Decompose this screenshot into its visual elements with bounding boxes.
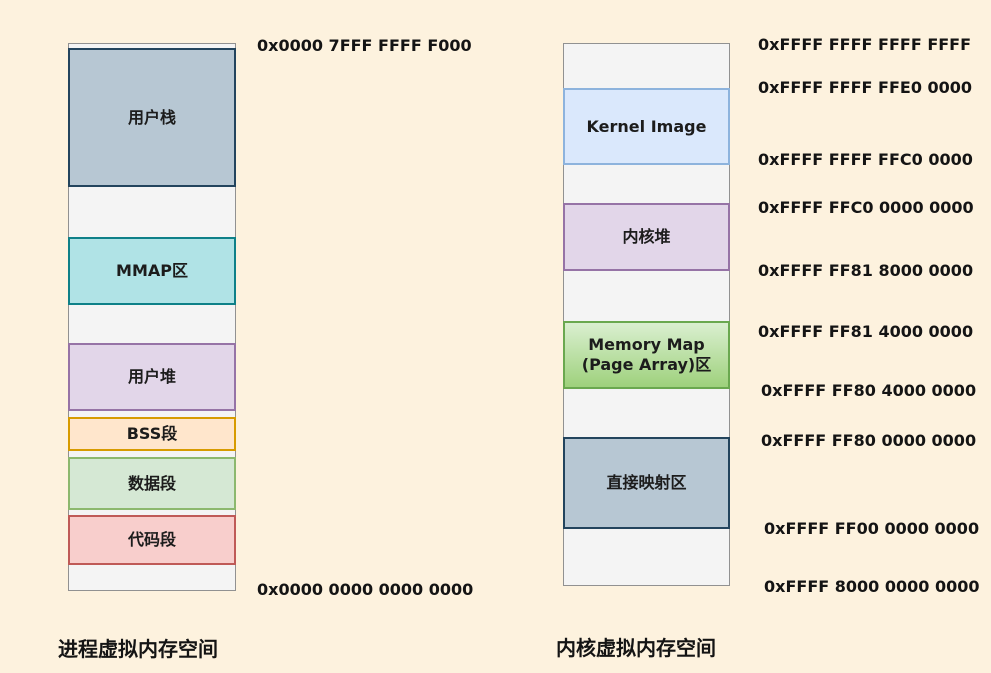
block-memory-map-page-array-label: Memory Map (Page Array)区 xyxy=(581,335,712,374)
block-kernel-image: Kernel Image xyxy=(563,88,730,165)
kernel-address-3: 0xFFFF FFC0 0000 0000 xyxy=(758,198,974,217)
kernel-space-title: 内核虚拟内存空间 xyxy=(556,636,716,660)
block-bss-segment: BSS段 xyxy=(68,417,236,451)
process-top-address: 0x0000 7FFF FFFF F000 xyxy=(257,36,472,55)
block-memory-map-page-array: Memory Map (Page Array)区 xyxy=(563,321,730,389)
block-direct-mapping-area: 直接映射区 xyxy=(563,437,730,529)
block-user-stack: 用户栈 xyxy=(68,48,236,187)
process-space-title: 进程虚拟内存空间 xyxy=(58,637,218,661)
kernel-address-5: 0xFFFF FF81 4000 0000 xyxy=(758,322,974,341)
kernel-address-0: 0xFFFF FFFF FFFF FFFF xyxy=(758,35,972,54)
block-kernel-heap: 内核堆 xyxy=(563,203,730,271)
block-user-stack-label: 用户栈 xyxy=(127,107,176,127)
block-code-segment-label: 代码段 xyxy=(127,530,176,549)
kernel-address-9: 0xFFFF 8000 0000 0000 xyxy=(764,577,980,596)
block-kernel-image-label: Kernel Image xyxy=(586,116,707,136)
kernel-address-6: 0xFFFF FF80 4000 0000 xyxy=(761,381,977,400)
kernel-address-8: 0xFFFF FF00 0000 0000 xyxy=(764,519,980,538)
block-code-segment: 代码段 xyxy=(68,515,236,565)
process-bottom-address: 0x0000 0000 0000 0000 xyxy=(257,580,474,599)
kernel-memory-column: Kernel Image 内核堆 Memory Map (Page Array)… xyxy=(563,43,730,586)
kernel-address-1: 0xFFFF FFFF FFE0 0000 xyxy=(758,78,973,97)
kernel-address-2: 0xFFFF FFFF FFC0 0000 xyxy=(758,150,973,169)
block-direct-mapping-area-label: 直接映射区 xyxy=(606,473,687,492)
block-user-heap: 用户堆 xyxy=(68,343,236,411)
process-memory-column: 用户栈 MMAP区 用户堆 BSS段 数据段 代码段 xyxy=(68,43,236,591)
block-mmap-area: MMAP区 xyxy=(68,237,236,305)
block-data-segment: 数据段 xyxy=(68,457,236,510)
block-user-heap-label: 用户堆 xyxy=(127,367,176,386)
block-kernel-heap-label: 内核堆 xyxy=(622,227,671,246)
block-bss-segment-label: BSS段 xyxy=(126,424,178,443)
block-data-segment-label: 数据段 xyxy=(127,473,176,493)
block-mmap-area-label: MMAP区 xyxy=(116,261,188,280)
kernel-address-4: 0xFFFF FF81 8000 0000 xyxy=(758,261,974,280)
kernel-address-7: 0xFFFF FF80 0000 0000 xyxy=(761,431,977,450)
